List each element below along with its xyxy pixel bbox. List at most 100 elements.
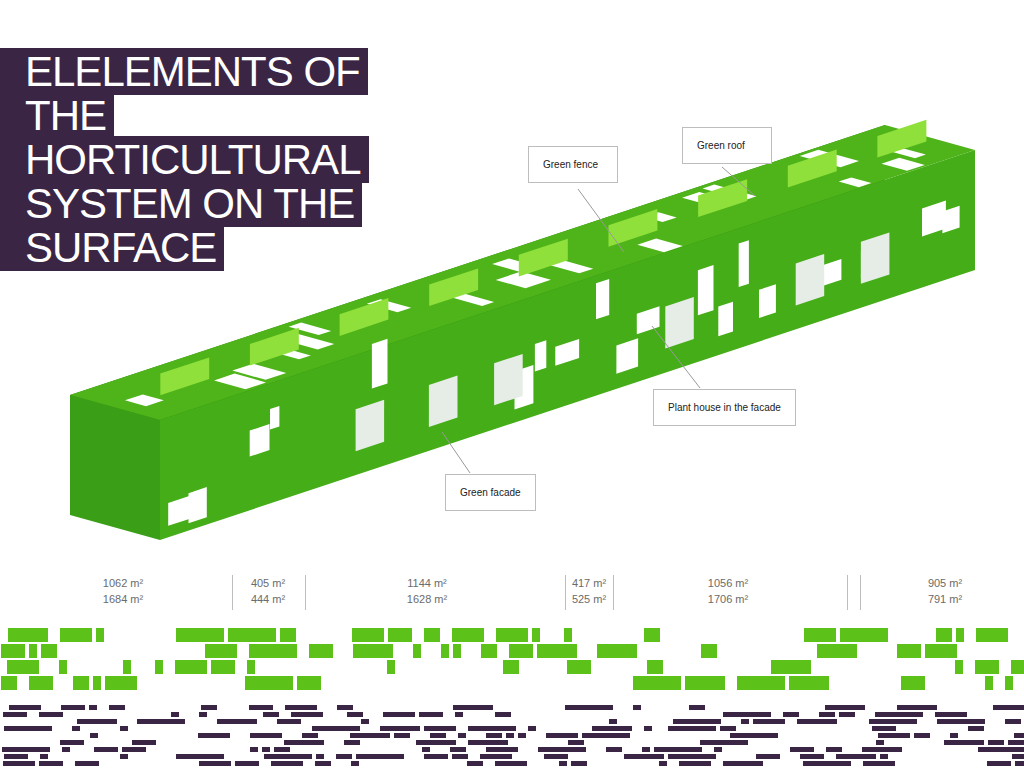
band-cell [804,628,836,642]
band-cell [897,644,921,658]
end-wall [70,395,160,540]
band-cell [277,719,301,724]
green-fence [429,268,478,306]
band-cell [496,628,528,642]
plant-house [665,297,694,349]
band-cell [495,712,511,717]
band-cell [689,705,705,710]
facade-opening [698,265,714,315]
band-cell [455,712,463,717]
band-cell [987,761,1011,766]
band-cell [344,740,360,745]
band-cell [872,726,896,731]
green-fence [788,150,837,188]
title-block: ELELEMENTS OF THE HORTICULTURAL SYSTEM O… [0,50,400,270]
band-cell [1014,733,1024,738]
band-cell [950,733,958,738]
band-cell [123,660,131,674]
band-cell [869,719,917,724]
band-cell [644,726,652,731]
facade-opening [759,284,776,318]
band-cell [120,726,128,731]
band-cell [105,676,137,690]
band-cell [1,644,25,658]
band-cell [73,676,89,690]
band-cell [211,660,235,674]
band-cell [356,754,404,759]
band-cell [2,747,50,752]
band-cell [380,726,420,731]
band-cell [647,660,663,674]
band-cell [840,628,888,642]
band-cell [4,726,52,731]
roof-opening [839,178,872,188]
band-cell [789,676,829,690]
band-cell [901,676,925,690]
band-cell [679,761,711,766]
purple-pattern-band [2,705,1024,766]
band-cell [90,733,98,738]
band-cell [797,719,837,724]
title: ELELEMENTS OF THE HORTICULTURAL SYSTEM O… [0,48,369,271]
band-cell [72,726,80,731]
band-cell [944,740,984,745]
band-cell [790,747,814,752]
area-value: 1144 m² [407,577,447,589]
band-cell [337,705,353,710]
band-cell [503,660,519,674]
plant-house [356,400,385,451]
band-cell [175,660,207,674]
band-cell [1015,761,1024,766]
band-cell [93,676,101,690]
band-cell [137,719,185,724]
band-cell [387,660,395,674]
band-cell [453,644,461,658]
band-cell [291,712,323,717]
band-cell [673,719,721,724]
band-cell [978,747,1024,752]
band-cell [217,719,257,724]
band-cell [450,747,466,752]
band-cell [875,712,923,717]
roof-opening [232,364,286,380]
band-cell [878,733,910,738]
band-cell [62,747,70,752]
band-cell [75,761,99,766]
band-cell [302,733,318,738]
band-cell [975,660,999,674]
band-cell [985,676,993,690]
band-cell [59,660,67,674]
band-cell [250,747,258,752]
band-cell [956,628,964,642]
band-cell [205,644,237,658]
band-cell [538,747,586,752]
band-cell [441,644,449,658]
band-cell [8,628,48,642]
band-cell [1005,719,1021,724]
band-cell [228,628,276,642]
plant-house [429,375,458,427]
plant-house [494,354,523,405]
band-cell [642,747,650,752]
band-cell [486,733,502,738]
green-pattern-band [1,628,1024,690]
facade-opening [270,406,279,430]
band-cell [280,628,296,642]
band-cell [862,747,902,752]
facade-opening [596,279,609,319]
band-cell [720,726,736,731]
callout-label: Green facade [460,487,521,498]
band-cell [518,733,526,738]
area-value: 525 m² [572,593,606,605]
band-cell [29,644,37,658]
band-cell [582,733,630,738]
band-cell [1008,740,1024,745]
band-cell [285,705,317,710]
band-cell [863,761,895,766]
area-value: 1628 m² [407,593,447,605]
band-cell [61,705,85,710]
band-cell [914,733,930,738]
band-cell [271,761,303,766]
band-cell [701,644,717,658]
band-cell [388,628,412,642]
